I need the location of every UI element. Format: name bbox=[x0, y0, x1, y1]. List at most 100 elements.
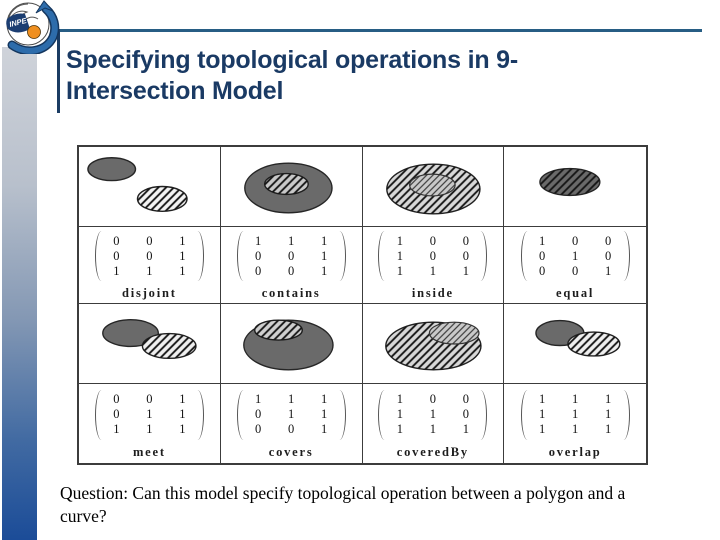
matrix-value: 0 bbox=[462, 248, 469, 263]
matrix-value: 0 bbox=[288, 248, 295, 263]
matrix-value: 0 bbox=[255, 263, 262, 278]
left-paren bbox=[378, 389, 391, 440]
matrix-value: 1 bbox=[321, 263, 328, 278]
matrix-value: 0 bbox=[572, 233, 579, 248]
relation-picture-equal bbox=[504, 147, 646, 227]
matrix-value: 1 bbox=[396, 422, 403, 436]
matrix-value: 1 bbox=[396, 233, 403, 248]
matrix-value: 0 bbox=[539, 263, 546, 278]
matrix-value: 0 bbox=[462, 233, 469, 248]
question-text: Question: Can this model specify topolog… bbox=[60, 483, 626, 526]
matrix-value: 0 bbox=[462, 407, 469, 421]
top-rule bbox=[57, 29, 702, 32]
left-paren bbox=[94, 389, 108, 440]
matrix-value: 1 bbox=[572, 248, 579, 263]
left-paren bbox=[236, 389, 250, 440]
matrix-value: 0 bbox=[429, 248, 436, 263]
region-a-ellipse bbox=[87, 157, 137, 182]
matrix-value: 1 bbox=[539, 407, 546, 421]
matrix-value: 1 bbox=[179, 392, 186, 406]
matrix-value: 1 bbox=[605, 422, 612, 436]
matrix-value: 1 bbox=[179, 407, 186, 421]
right-paren bbox=[191, 389, 204, 440]
matrix-value: 1 bbox=[146, 422, 153, 436]
matrix-value: 0 bbox=[146, 233, 153, 248]
matrix-value: 1 bbox=[179, 422, 186, 436]
matrix-value: 0 bbox=[429, 233, 436, 248]
matrix-value: 1 bbox=[321, 248, 328, 263]
page-title: Specifying topological operations in 9- … bbox=[66, 45, 518, 107]
matrix-value: 1 bbox=[146, 407, 153, 421]
matrix-value: 1 bbox=[429, 407, 436, 421]
relation-picture-disjoint bbox=[79, 147, 221, 227]
matrix-value: 1 bbox=[288, 392, 295, 406]
region-b-hatch bbox=[540, 168, 601, 196]
right-paren bbox=[617, 231, 630, 281]
matrix-value: 1 bbox=[605, 407, 612, 421]
matrix-value: 1 bbox=[462, 422, 469, 436]
relation-label: overlap bbox=[548, 444, 602, 459]
matrix-value: 1 bbox=[396, 392, 403, 406]
relation-label: disjoint bbox=[122, 286, 177, 300]
matrix-value: 1 bbox=[321, 422, 328, 436]
matrix-value: 1 bbox=[539, 392, 546, 406]
relation-label: meet bbox=[132, 444, 166, 459]
matrix-value: 1 bbox=[429, 263, 436, 278]
relation-label: contains bbox=[261, 286, 321, 300]
relation-picture-meet bbox=[79, 304, 221, 384]
right-paren bbox=[474, 231, 488, 281]
matrix-value: 0 bbox=[113, 407, 120, 421]
matrix-value: 1 bbox=[396, 248, 403, 263]
left-paren bbox=[236, 231, 250, 281]
title-accent-rule bbox=[57, 29, 60, 113]
matrix-value: 0 bbox=[605, 248, 612, 263]
relation-picture-inside bbox=[362, 147, 505, 227]
relation-label: inside bbox=[411, 286, 454, 300]
relation-picture-covers bbox=[220, 304, 363, 384]
region-a-hatch bbox=[409, 174, 455, 196]
matrix-value: 1 bbox=[255, 233, 262, 248]
matrix-value: 1 bbox=[255, 392, 262, 406]
matrix-value: 0 bbox=[288, 422, 295, 436]
right-paren bbox=[333, 389, 346, 440]
region-b-hatch bbox=[137, 186, 188, 212]
page-title-line2: Intersection Model bbox=[66, 77, 284, 105]
right-paren bbox=[474, 389, 488, 440]
matrix-value: 0 bbox=[146, 248, 153, 263]
matrix-value: 0 bbox=[113, 248, 120, 263]
relation-picture-coveredby bbox=[362, 304, 505, 384]
matrix-value: 1 bbox=[321, 233, 328, 248]
left-paren bbox=[94, 231, 108, 281]
matrix-value: 1 bbox=[321, 392, 328, 406]
matrix-value: 1 bbox=[179, 248, 186, 263]
matrix-value: 0 bbox=[539, 248, 546, 263]
matrix-value: 0 bbox=[255, 422, 262, 436]
matrix-value: 1 bbox=[462, 263, 469, 278]
matrix-value: 1 bbox=[572, 422, 579, 436]
logo-orange-dot bbox=[27, 25, 41, 39]
matrix-value: 1 bbox=[572, 407, 579, 421]
right-paren bbox=[333, 231, 346, 281]
matrix-value: 1 bbox=[288, 233, 295, 248]
region-b-hatch bbox=[264, 173, 308, 195]
left-paren bbox=[378, 231, 391, 281]
matrix-value: 1 bbox=[539, 422, 546, 436]
relation-label: covers bbox=[268, 444, 314, 459]
right-paren bbox=[617, 389, 630, 440]
matrix-value: 1 bbox=[605, 263, 612, 278]
relation-label: coveredBy bbox=[396, 444, 469, 459]
inpe-logo-icon: INPE bbox=[6, 0, 60, 54]
matrix-value: 1 bbox=[396, 263, 403, 278]
logo-arrowhead bbox=[35, 0, 54, 14]
matrix-value: 1 bbox=[539, 233, 546, 248]
